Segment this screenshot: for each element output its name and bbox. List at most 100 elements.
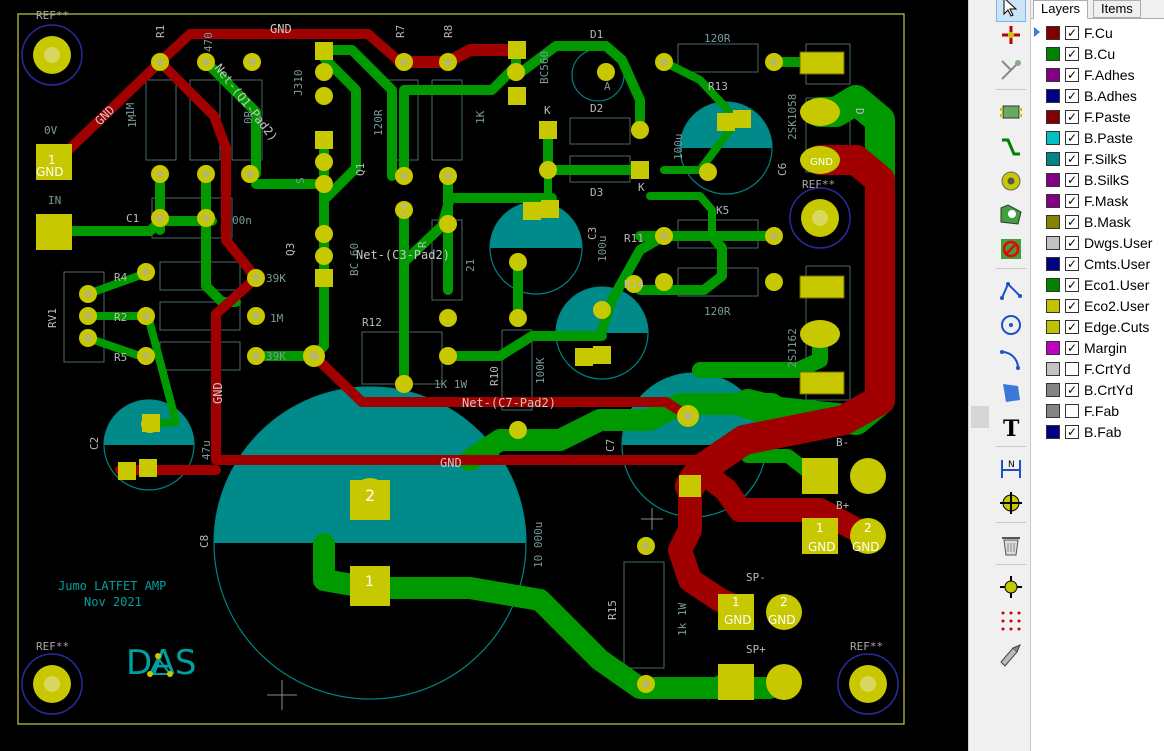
layer-visibility-checkbox[interactable]: ✓ [1065, 194, 1079, 208]
route-track-button[interactable] [996, 132, 1026, 162]
layer-row[interactable]: ✓F.Cu [1031, 23, 1164, 44]
ref-label: K [638, 181, 645, 194]
ref-label: R8 [442, 25, 455, 38]
layer-color-swatch[interactable] [1046, 299, 1060, 313]
layer-row[interactable]: ✓Eco1.User [1031, 275, 1164, 296]
value-label: 1M [124, 102, 137, 116]
ref-label: R4 [114, 271, 128, 284]
layer-visibility-checkbox[interactable] [1065, 362, 1079, 376]
layer-color-swatch[interactable] [1046, 341, 1060, 355]
layer-visibility-checkbox[interactable]: ✓ [1065, 257, 1079, 271]
add-footprint-button[interactable] [996, 97, 1026, 127]
layer-name: F.Fab [1084, 403, 1120, 419]
layer-visibility-checkbox[interactable]: ✓ [1065, 173, 1079, 187]
layer-color-swatch[interactable] [1046, 131, 1060, 145]
layer-color-swatch[interactable] [1046, 236, 1060, 250]
layer-visibility-checkbox[interactable]: ✓ [1065, 278, 1079, 292]
net-label: Net-(C3-Pad2) [356, 248, 450, 262]
net-label: GND [440, 456, 462, 470]
layer-row[interactable]: ✓B.Mask [1031, 212, 1164, 233]
layer-color-swatch[interactable] [1046, 68, 1060, 82]
layer-visibility-checkbox[interactable]: ✓ [1065, 47, 1079, 61]
layer-row[interactable]: ✓B.Cu [1031, 44, 1164, 65]
layer-color-swatch[interactable] [1046, 110, 1060, 124]
pcb-canvas[interactable]: GND Net-(Q1-Pad2) Net-(C3-Pad2) Net-(C7-… [0, 0, 968, 751]
layer-visibility-checkbox[interactable]: ✓ [1065, 152, 1079, 166]
layer-visibility-checkbox[interactable]: ✓ [1065, 383, 1079, 397]
layer-color-swatch[interactable] [1046, 47, 1060, 61]
layer-row[interactable]: ✓ B.SilkS [1031, 170, 1164, 191]
add-via-button[interactable] [996, 166, 1026, 196]
add-keepout-button[interactable] [996, 234, 1026, 264]
layer-visibility-checkbox[interactable]: ✓ [1065, 110, 1079, 124]
layer-row[interactable]: F.CrtYd [1031, 359, 1164, 380]
add-dimension-button[interactable]: N [996, 454, 1026, 484]
layer-visibility-checkbox[interactable]: ✓ [1065, 299, 1079, 313]
layer-color-swatch[interactable] [1046, 320, 1060, 334]
layer-color-swatch[interactable] [1046, 278, 1060, 292]
layer-visibility-checkbox[interactable]: ✓ [1065, 341, 1079, 355]
pcb-board-drawing[interactable]: GND Net-(Q1-Pad2) Net-(C3-Pad2) Net-(C7-… [0, 0, 968, 751]
layer-row[interactable]: ✓F.SilkS [1031, 149, 1164, 170]
layer-visibility-checkbox[interactable]: ✓ [1065, 425, 1079, 439]
tab-items[interactable]: Items [1093, 0, 1141, 18]
measure-tool-button[interactable] [996, 640, 1026, 670]
add-text-icon: T [1003, 416, 1020, 440]
layer-row[interactable]: ✓Eco2.User [1031, 296, 1164, 317]
layer-alignment-target-button[interactable] [996, 488, 1026, 518]
layer-row[interactable]: ✓Dwgs.User [1031, 233, 1164, 254]
layer-row[interactable]: F.Fab [1031, 401, 1164, 422]
layer-row[interactable]: ✓F.Adhes [1031, 65, 1164, 86]
draw-polygon-icon [1003, 384, 1020, 402]
layer-color-swatch[interactable] [1046, 173, 1060, 187]
delete-tool-button[interactable] [996, 530, 1026, 560]
layer-row[interactable]: ✓B.Fab [1031, 422, 1164, 443]
canvas-splitter[interactable] [968, 0, 993, 751]
draw-polygon-button[interactable] [996, 378, 1026, 408]
add-zone-button[interactable] [996, 200, 1026, 230]
layer-color-swatch[interactable] [1046, 425, 1060, 439]
layer-visibility-checkbox[interactable]: ✓ [1065, 215, 1079, 229]
layer-row[interactable]: ✓Cmts.User [1031, 254, 1164, 275]
splitter-grip[interactable] [971, 406, 989, 428]
layer-row[interactable]: ✓B.Paste [1031, 128, 1164, 149]
layer-color-swatch[interactable] [1046, 194, 1060, 208]
set-drill-origin-button[interactable] [996, 572, 1026, 602]
layer-name: B.SilkS [1084, 172, 1130, 188]
highlight-net-button[interactable] [996, 20, 1026, 50]
layer-visibility-checkbox[interactable]: ✓ [1065, 68, 1079, 82]
layer-row[interactable]: ✓Margin [1031, 338, 1164, 359]
layer-row[interactable]: ✓B.Adhes [1031, 86, 1164, 107]
local-ratsnest-button[interactable] [996, 55, 1026, 85]
origin-crosshair [267, 508, 663, 710]
layer-color-swatch[interactable] [1046, 257, 1060, 271]
layer-visibility-checkbox[interactable]: ✓ [1065, 236, 1079, 250]
select-tool-button[interactable] [996, 0, 1026, 22]
layer-color-swatch[interactable] [1046, 215, 1060, 229]
draw-circle-button[interactable] [996, 310, 1026, 340]
layer-visibility-checkbox[interactable] [1065, 404, 1079, 418]
add-text-button[interactable]: T [996, 412, 1026, 442]
toolbar-separator [996, 89, 1026, 90]
layer-color-swatch[interactable] [1046, 362, 1060, 376]
tab-layers[interactable]: Layers [1033, 0, 1089, 19]
layer-visibility-checkbox[interactable]: ✓ [1065, 26, 1079, 40]
layer-color-swatch[interactable] [1046, 152, 1060, 166]
layer-visibility-checkbox[interactable]: ✓ [1065, 89, 1079, 103]
layer-color-swatch[interactable] [1046, 89, 1060, 103]
layer-color-swatch[interactable] [1046, 26, 1060, 40]
layer-color-swatch[interactable] [1046, 383, 1060, 397]
local-ratsnest-icon [1001, 60, 1021, 80]
layer-row[interactable]: ✓F.Mask [1031, 191, 1164, 212]
set-grid-origin-button[interactable] [996, 606, 1026, 636]
layer-row[interactable]: ✓Edge.Cuts [1031, 317, 1164, 338]
draw-arc-button[interactable] [996, 344, 1026, 374]
delete-tool-icon [1002, 537, 1020, 556]
layer-row[interactable]: ✓F.Paste [1031, 107, 1164, 128]
draw-line-button[interactable] [996, 276, 1026, 306]
component-pads[interactable] [36, 41, 886, 700]
layer-visibility-checkbox[interactable]: ✓ [1065, 320, 1079, 334]
layer-row[interactable]: ✓B.CrtYd [1031, 380, 1164, 401]
layer-visibility-checkbox[interactable]: ✓ [1065, 131, 1079, 145]
layer-color-swatch[interactable] [1046, 404, 1060, 418]
